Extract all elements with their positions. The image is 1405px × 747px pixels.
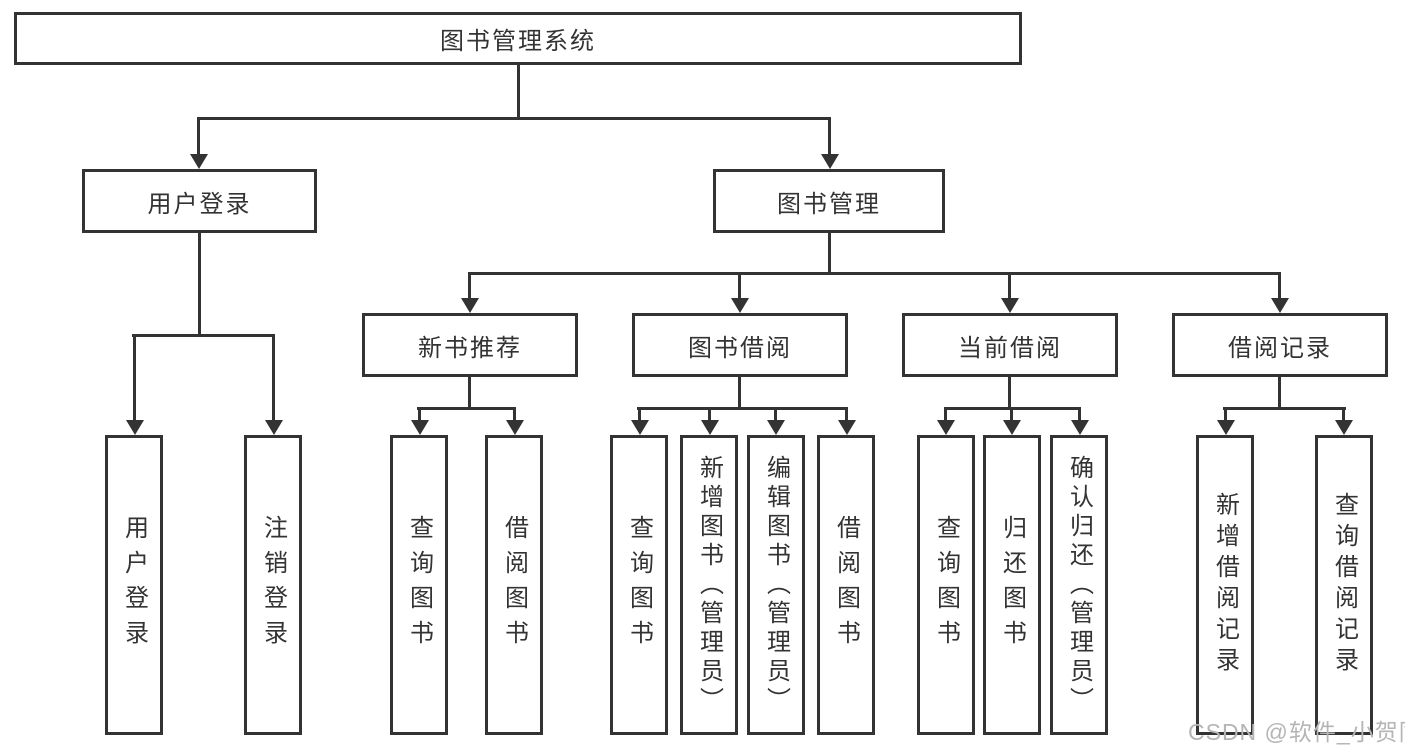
node-label: 查询图书 bbox=[932, 515, 960, 655]
arrow-down-icon bbox=[730, 272, 749, 313]
connector-line bbox=[637, 407, 848, 410]
leaf-borrow-books-recommend: 借阅图书 bbox=[485, 435, 543, 735]
connector-line bbox=[198, 233, 201, 335]
node-borrow-records: 借阅记录 bbox=[1172, 313, 1388, 377]
connector-line bbox=[468, 377, 471, 408]
leaf-return-books: 归还图书 bbox=[983, 435, 1041, 735]
connector-line bbox=[468, 272, 1281, 275]
leaf-edit-books-admin: 编辑图书（管理员） bbox=[747, 435, 805, 735]
leaf-logout: 注销登录 bbox=[244, 435, 302, 735]
node-label: 图书借阅 bbox=[688, 334, 792, 362]
leaf-query-books-recommend: 查询图书 bbox=[390, 435, 448, 735]
node-label: 注销登录 bbox=[259, 515, 287, 655]
node-label: 确认归还（管理员） bbox=[1065, 454, 1093, 716]
arrow-down-icon bbox=[700, 407, 719, 435]
connector-line bbox=[517, 65, 520, 118]
node-label: 借阅图书 bbox=[500, 515, 528, 655]
node-label: 查询图书 bbox=[625, 515, 653, 655]
csdn-watermark: CSDN @软件_小贺同学 bbox=[1188, 719, 1405, 745]
node-book-management: 图书管理 bbox=[713, 169, 945, 233]
arrow-down-icon bbox=[820, 117, 839, 169]
leaf-user-login: 用户登录 bbox=[105, 435, 163, 735]
node-book-borrow: 图书借阅 bbox=[632, 313, 848, 377]
arrow-down-icon bbox=[936, 407, 955, 435]
arrow-down-icon bbox=[1070, 407, 1089, 435]
connector-line bbox=[1278, 377, 1281, 408]
connector-line bbox=[417, 407, 516, 410]
node-label: 用户登录 bbox=[120, 515, 148, 655]
arrow-down-icon bbox=[766, 407, 785, 435]
node-label: 用户登录 bbox=[147, 190, 252, 218]
connector-line bbox=[828, 233, 831, 273]
leaf-query-borrow-record: 查询借阅记录 bbox=[1315, 435, 1373, 735]
arrow-down-icon bbox=[264, 334, 283, 435]
node-label: 借阅图书 bbox=[832, 515, 860, 655]
arrow-down-icon bbox=[505, 407, 524, 435]
arrow-down-icon bbox=[1002, 407, 1021, 435]
connector-line bbox=[1008, 377, 1011, 408]
node-label: 编辑图书（管理员） bbox=[762, 454, 790, 716]
connector-line bbox=[132, 334, 275, 337]
connector-line bbox=[197, 117, 831, 120]
arrow-down-icon bbox=[1270, 272, 1289, 313]
leaf-query-books-borrow: 查询图书 bbox=[610, 435, 668, 735]
leaf-confirm-return-admin: 确认归还（管理员） bbox=[1050, 435, 1108, 735]
arrow-down-icon bbox=[1334, 407, 1353, 435]
leaf-borrow-books: 借阅图书 bbox=[817, 435, 875, 735]
arrow-down-icon bbox=[1216, 407, 1235, 435]
node-new-book-recommend: 新书推荐 bbox=[362, 313, 578, 377]
node-label: 新书推荐 bbox=[418, 334, 522, 362]
arrow-down-icon bbox=[837, 407, 856, 435]
connector-line bbox=[1223, 407, 1346, 410]
leaf-add-books-admin: 新增图书（管理员） bbox=[680, 435, 738, 735]
arrow-down-icon bbox=[189, 117, 208, 169]
node-label: 新增图书（管理员） bbox=[695, 454, 723, 716]
node-label: 当前借阅 bbox=[958, 334, 1062, 362]
node-label: 查询图书 bbox=[405, 515, 433, 655]
arrow-down-icon bbox=[125, 334, 144, 435]
node-label: 图书管理 bbox=[777, 190, 881, 218]
node-user-login: 用户登录 bbox=[82, 169, 317, 233]
node-label: 归还图书 bbox=[998, 515, 1026, 655]
arrow-down-icon bbox=[410, 407, 429, 435]
node-label: 借阅记录 bbox=[1228, 334, 1332, 362]
node-label: 图书管理系统 bbox=[440, 28, 596, 55]
node-root: 图书管理系统 bbox=[14, 12, 1022, 65]
node-current-borrow: 当前借阅 bbox=[902, 313, 1118, 377]
arrow-down-icon bbox=[460, 272, 479, 313]
arrow-down-icon bbox=[1000, 272, 1019, 313]
node-label: 查询借阅记录 bbox=[1330, 492, 1358, 678]
arrow-down-icon bbox=[630, 407, 649, 435]
leaf-add-borrow-record: 新增借阅记录 bbox=[1196, 435, 1254, 735]
connector-line bbox=[738, 377, 741, 408]
leaf-query-books-current: 查询图书 bbox=[917, 435, 975, 735]
node-label: 新增借阅记录 bbox=[1211, 492, 1239, 678]
